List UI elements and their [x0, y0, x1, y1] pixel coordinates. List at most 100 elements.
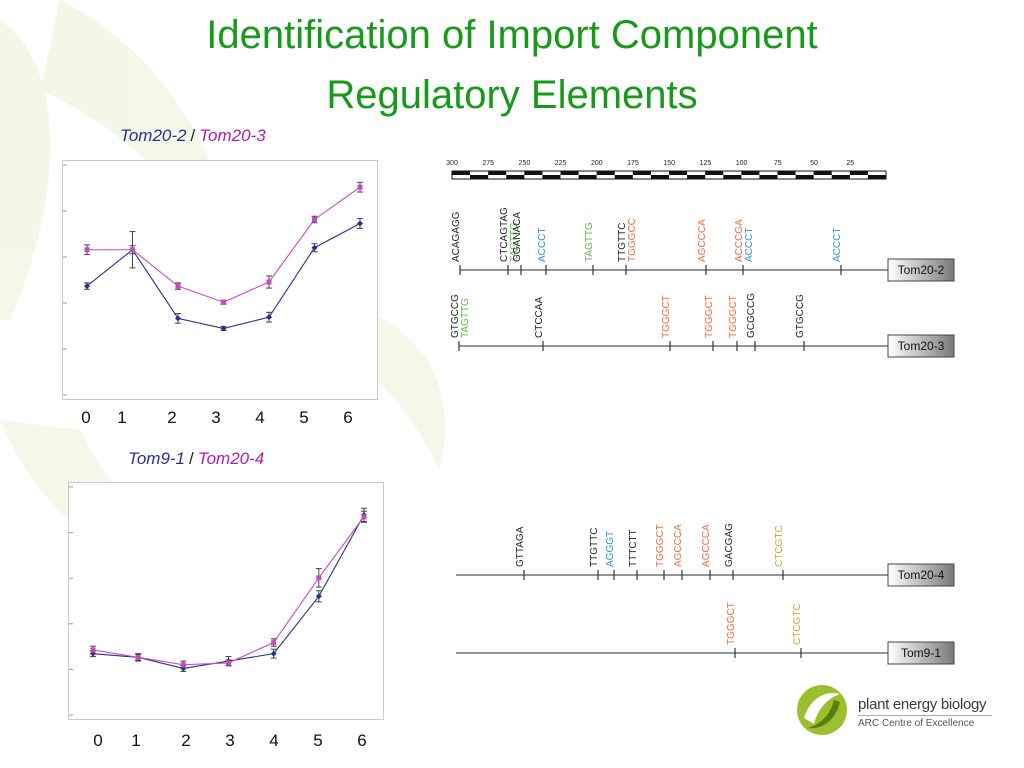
motif-label: AGCCCA	[673, 524, 684, 567]
data-point	[311, 244, 318, 251]
top-chart-label-a: Tom20-2	[120, 126, 187, 145]
x-tick-label: 4	[269, 731, 279, 750]
data-point	[357, 220, 363, 227]
x-tick-label: 6	[343, 408, 353, 427]
motif-label: ACAGAGG	[451, 211, 462, 262]
gene-name: Tom20-4	[898, 568, 945, 582]
ruler-segment	[687, 175, 706, 179]
data-point	[175, 283, 181, 289]
gene-name: Tom20-2	[898, 263, 945, 277]
top-chart-subtitle: Tom20-2/Tom20-3	[120, 126, 266, 146]
x-tick-label: 0	[81, 408, 91, 427]
data-point	[90, 647, 96, 653]
ruler-label: 275	[482, 160, 494, 167]
ruler-segment	[650, 175, 669, 179]
slide-title-line-2: Regulatory Elements	[326, 73, 698, 117]
ruler-label: 25	[846, 160, 854, 167]
motif-label: TGGGCT	[728, 295, 739, 338]
motif-label: GCGCCG	[746, 293, 757, 338]
data-point	[175, 315, 181, 322]
gene-box	[887, 563, 955, 587]
data-point	[270, 650, 277, 657]
ruler-segment	[723, 175, 742, 179]
motif-label: ACCCT	[832, 228, 843, 262]
ruler-segment	[777, 171, 796, 175]
motif-label: TGGGCT	[704, 295, 715, 338]
bottom-chart-label-a: Tom9-1	[128, 449, 186, 468]
data-point	[180, 662, 186, 668]
bottom-chart-separator: /	[189, 449, 194, 468]
x-tick-label: 5	[299, 408, 309, 427]
data-point	[130, 247, 135, 253]
ruler-segment	[759, 175, 778, 179]
x-tick-label: 0	[93, 731, 103, 750]
ruler-frame	[451, 170, 887, 180]
motif-label: CTCGTC	[774, 525, 785, 567]
data-point	[315, 593, 322, 600]
motif-label: GACGAG	[724, 523, 735, 567]
x-tick-label: 1	[131, 731, 141, 750]
motif-label: CTCCAA	[534, 297, 545, 338]
motif-label: TAGTTG	[509, 222, 520, 262]
motif-label: TAGTTG	[584, 222, 595, 262]
ruler-segment	[831, 175, 850, 179]
motif-label: TTTCTT	[628, 529, 639, 567]
ruler-label: 75	[774, 160, 782, 167]
logo-divider	[858, 715, 992, 716]
ruler-label: 50	[810, 160, 818, 167]
motif-label: GTGCCG	[450, 294, 461, 338]
motif-label: TGGGCT	[661, 295, 672, 338]
x-tick-label: 6	[357, 731, 367, 750]
gene-box	[887, 258, 955, 282]
motif-label: TGGGCC	[627, 218, 638, 262]
ruler-segment	[813, 171, 832, 175]
bottom-chart-label-b: Tom20-4	[197, 449, 265, 468]
ruler-label: 125	[700, 160, 712, 167]
ruler-segment	[669, 171, 688, 175]
ruler-label: 250	[519, 160, 531, 167]
motif-label: GTTAGA	[515, 526, 526, 567]
motif-label: ACCCGA	[734, 219, 745, 262]
motif-label: ACCCT	[537, 228, 548, 262]
x-tick-label: 3	[211, 408, 221, 427]
ruler-label: 300	[446, 160, 458, 167]
x-tick-label: 2	[167, 408, 177, 427]
gene-box	[887, 334, 955, 358]
ruler-segment	[524, 171, 543, 175]
ruler-label: 200	[591, 160, 603, 167]
slide-title-line-1: Identification of Import Component	[206, 13, 818, 57]
ruler-segment	[470, 175, 489, 179]
data-point	[135, 654, 141, 660]
data-point	[361, 514, 367, 520]
gene-name: Tom9-1	[901, 646, 941, 660]
ruler-segment	[542, 175, 561, 179]
gene-name: Tom20-3	[898, 339, 945, 353]
ruler-segment	[614, 175, 633, 179]
data-point	[271, 640, 277, 646]
ruler-segment	[705, 171, 724, 175]
data-point	[312, 216, 317, 222]
bottom-line-chart-svg	[69, 486, 367, 716]
ruler-label: 100	[736, 160, 748, 167]
x-tick-label: 3	[225, 731, 235, 750]
data-point	[266, 314, 272, 321]
ruler-segment	[578, 175, 597, 179]
logo-name: plant energy biology	[858, 696, 987, 713]
gene-box	[887, 641, 955, 665]
ruler-segment	[506, 175, 525, 179]
motif-label: GGANACA	[512, 212, 523, 262]
ruler-segment	[452, 171, 471, 175]
top-line-chart	[62, 160, 378, 400]
motif-label: TTGTTC	[617, 223, 628, 262]
plant-energy-biology-logo: plant energy biology ARC Centre of Excel…	[792, 680, 1002, 740]
data-point	[316, 575, 322, 581]
ruler-label: 175	[627, 160, 639, 167]
ruler-segment	[849, 171, 868, 175]
top-chart-label-b: Tom20-3	[199, 126, 266, 145]
ruler-segment	[488, 171, 507, 175]
